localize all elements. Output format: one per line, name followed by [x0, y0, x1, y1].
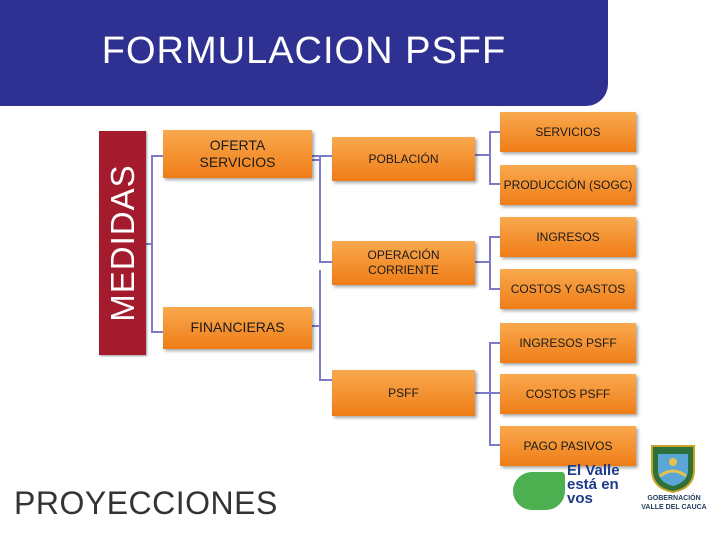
produccion-label: PRODUCCIÓN (SOGC) — [503, 177, 633, 192]
financieras-label: FINANCIERAS — [190, 319, 285, 336]
logos: El Valle está en vos GOBERNACIÓN VALLE D… — [505, 438, 715, 518]
costos-gastos-label: COSTOS Y GASTOS — [510, 281, 626, 296]
servicios-left-label: SERVICIOS — [199, 154, 276, 170]
oferta-servicios-box: OFERTA SERVICIOS — [163, 130, 312, 178]
pago-pasivos-box: PAGO PASIVOS — [500, 426, 636, 466]
poblacion-box: POBLACIÓN — [332, 137, 475, 181]
operacion-label-1: OPERACIÓN — [367, 248, 440, 262]
poblacion-label: POBLACIÓN — [368, 151, 439, 166]
title-banner: FORMULACION PSFF — [0, 0, 608, 106]
oferta-label: OFERTA — [209, 136, 266, 153]
gobernacion-text: GOBERNACIÓN VALLE DEL CAUCA — [641, 495, 707, 511]
medidas-bar: MEDIDAS — [99, 131, 146, 355]
psff-label: PSFF — [388, 385, 419, 400]
servicios-box: SERVICIOS — [500, 112, 636, 152]
produccion-box: PRODUCCIÓN (SOGC) — [500, 165, 636, 205]
servicios-label: SERVICIOS — [535, 124, 601, 139]
operacion-corriente-box: OPERACIÓN CORRIENTE — [332, 241, 475, 285]
costos-psff-label: COSTOS PSFF — [525, 386, 611, 401]
valle-logo-text: El Valle está en vos — [567, 462, 620, 507]
financieras-box: FINANCIERAS — [163, 307, 312, 349]
valle-logo-mark — [513, 472, 565, 510]
ingresos-psff-box: INGRESOS PSFF — [500, 323, 636, 363]
psff-box: PSFF — [332, 370, 475, 416]
medidas-label: MEDIDAS — [104, 164, 141, 322]
page-title: FORMULACION PSFF — [101, 30, 507, 72]
proyecciones-title: PROYECCIONES — [14, 485, 278, 521]
ingresos-box: INGRESOS — [500, 217, 636, 257]
ingresos-psff-label: INGRESOS PSFF — [519, 335, 617, 350]
costos-psff-box: COSTOS PSFF — [500, 374, 636, 414]
operacion-label-2: CORRIENTE — [368, 263, 439, 277]
pago-pasivos-label: PAGO PASIVOS — [523, 438, 613, 453]
costos-gastos-box: COSTOS Y GASTOS — [500, 269, 636, 309]
shield-icon — [651, 445, 695, 494]
ingresos-label: INGRESOS — [536, 229, 600, 244]
